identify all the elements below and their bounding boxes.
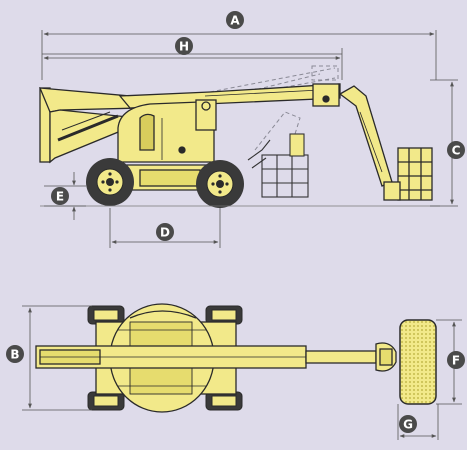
label-d: D <box>156 223 174 241</box>
label-c-text: C <box>452 144 461 158</box>
label-f: F <box>447 351 465 369</box>
label-c-circle <box>447 141 465 159</box>
label-f-circle <box>447 351 465 369</box>
label-b: B <box>6 345 24 363</box>
label-c: C <box>447 141 465 159</box>
top-view <box>22 303 397 413</box>
label-d-text: D <box>160 226 170 240</box>
label-a-text: A <box>230 14 240 28</box>
side-view <box>38 30 458 248</box>
top-view-boom <box>35 342 397 372</box>
dimension-d <box>109 208 221 248</box>
label-d-circle <box>156 223 174 241</box>
label-a: A <box>226 11 244 29</box>
upper-boom <box>118 83 341 109</box>
lower-boom <box>38 87 142 164</box>
turret <box>117 99 217 163</box>
label-g-circle <box>399 415 417 433</box>
dimension-a <box>41 30 437 80</box>
label-g: G <box>399 415 417 433</box>
dimension-g <box>397 404 439 440</box>
label-h-circle <box>175 37 193 55</box>
top-view-wheels <box>87 305 243 411</box>
basket-end-view <box>397 319 462 440</box>
boom-range-ghost <box>209 65 339 151</box>
dimension-b <box>22 305 92 411</box>
ghost-basket <box>247 133 309 198</box>
label-e-text: E <box>56 190 64 204</box>
label-b-circle <box>6 345 24 363</box>
label-f-text: F <box>452 354 460 368</box>
jib-arm <box>338 85 393 187</box>
rear-wheel <box>86 158 134 206</box>
label-b-text: B <box>10 348 19 362</box>
front-wheel <box>196 160 244 208</box>
dimension-h <box>42 48 343 80</box>
dimension-e <box>44 172 86 220</box>
label-e-circle <box>51 187 69 205</box>
label-g-text: G <box>403 418 413 432</box>
label-h: H <box>175 37 193 55</box>
basket-floor <box>399 319 437 405</box>
label-a-circle <box>226 11 244 29</box>
label-e: E <box>51 187 69 205</box>
label-h-text: H <box>179 40 189 54</box>
platform-basket <box>383 147 433 201</box>
